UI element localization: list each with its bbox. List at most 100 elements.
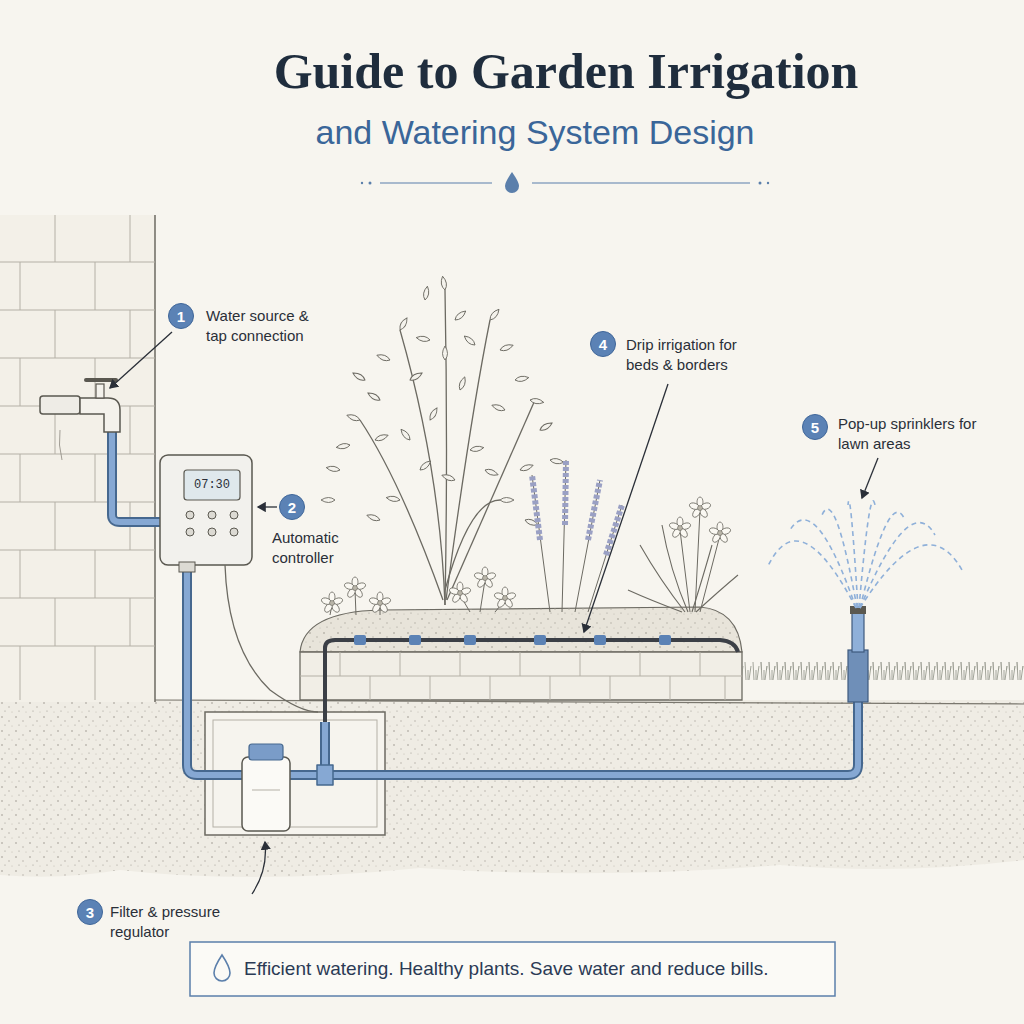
spiky-plant: [692, 545, 712, 612]
shrub: [463, 334, 477, 347]
callout-number: 3: [77, 899, 103, 925]
brick-wall: [0, 215, 155, 700]
leader-lines: [258, 506, 277, 507]
shrub: [488, 308, 501, 322]
brick-wall: [130, 310, 131, 358]
automatic-controller: [230, 528, 238, 536]
raised-bed: [430, 676, 431, 700]
lawn: [742, 640, 1024, 702]
brick-wall: [0, 310, 155, 311]
brick-wall: [95, 454, 96, 502]
raised-bed: [400, 652, 401, 676]
flowers: [669, 517, 692, 539]
brick-wall: [0, 215, 155, 702]
main-title: Guide to Garden Irrigation: [108, 44, 1024, 99]
caption-box: [190, 942, 835, 996]
brick-wall: [20, 646, 21, 700]
brick-wall: [130, 598, 131, 646]
brick-wall: [154, 215, 156, 702]
brick-wall: [55, 502, 56, 550]
brick-wall: [95, 550, 96, 598]
raised-bed: [640, 652, 641, 676]
caption-text: Efficient watering. Healthy plants. Save…: [244, 958, 769, 981]
water-pipes: [187, 565, 242, 775]
shrub: [399, 428, 412, 442]
callout-number-text: 3: [86, 905, 94, 920]
popup-sprinkler: [790, 520, 856, 608]
lavender: [565, 460, 566, 525]
shrub: [416, 335, 431, 342]
leader-lines: [252, 842, 265, 894]
shrub: [453, 309, 467, 322]
soil: [0, 700, 1024, 877]
water-pipes: [187, 565, 242, 775]
shrub: [321, 498, 335, 503]
spiky-plant: [628, 590, 682, 612]
filter-regulator: [252, 790, 280, 791]
title-divider: [361, 172, 769, 193]
callout-label: Water source & tap connection: [206, 306, 331, 345]
raised-bed: [300, 607, 742, 652]
lavender: [532, 475, 540, 540]
flowers: [344, 577, 367, 599]
water-pipes: [290, 700, 858, 775]
spiky-plant: [662, 525, 688, 612]
raised-bed: [340, 652, 341, 676]
popup-sprinkler: [852, 612, 864, 652]
title-divider: [759, 182, 762, 185]
flowers: [449, 582, 472, 604]
popup-sprinkler: [768, 501, 962, 608]
filter-regulator: [242, 757, 290, 831]
shrub: [326, 465, 341, 472]
automatic-controller: [184, 470, 240, 500]
lavender: [575, 480, 600, 612]
automatic-controller: [230, 511, 238, 519]
lavender: [606, 505, 622, 555]
leader-lines: [584, 384, 668, 632]
raised-bed: [300, 652, 742, 700]
water-pipes: [290, 700, 858, 775]
raised-bed: [300, 607, 742, 700]
brick-wall: [55, 310, 56, 358]
shrub: [374, 433, 389, 442]
brick-wall: [95, 262, 96, 310]
callout-label: Pop-up sprinklers for lawn areas: [838, 414, 988, 453]
callout-label: Filter & pressure regulator: [110, 902, 245, 941]
subtitle: and Watering System Design: [148, 114, 922, 151]
shrub: [500, 498, 514, 503]
flowers: [321, 497, 732, 615]
brick-wall: [0, 215, 155, 702]
flowers: [369, 592, 392, 614]
brick-wall: [20, 358, 21, 406]
shrub: [470, 445, 485, 452]
water-tap: [80, 398, 120, 432]
shrub: [428, 407, 439, 422]
flowers: [695, 510, 700, 612]
title-divider: [505, 172, 519, 193]
flowers: [680, 530, 690, 612]
raised-bed: [460, 652, 461, 676]
shrub: [550, 458, 565, 465]
popup-sprinkler: [848, 650, 868, 702]
automatic-controller: [208, 511, 216, 519]
shrub: [458, 376, 467, 391]
shrub: [447, 400, 535, 600]
raised-bed: [700, 652, 701, 676]
shrub: [446, 320, 490, 600]
brick-wall: [55, 598, 56, 646]
leader-lines: [862, 458, 878, 498]
caption-box: [214, 955, 230, 981]
shrub: [418, 459, 432, 472]
lawn: [760, 640, 1024, 670]
shrub: [539, 421, 554, 432]
shrub: [409, 371, 424, 382]
brick-wall: [0, 502, 155, 503]
automatic-controller: [186, 528, 194, 536]
shrub: [346, 413, 361, 422]
shrub: [445, 290, 447, 605]
drip-line: [594, 635, 606, 645]
brick-wall: [130, 406, 131, 454]
raised-bed: [725, 676, 726, 700]
automatic-controller: [160, 455, 252, 565]
